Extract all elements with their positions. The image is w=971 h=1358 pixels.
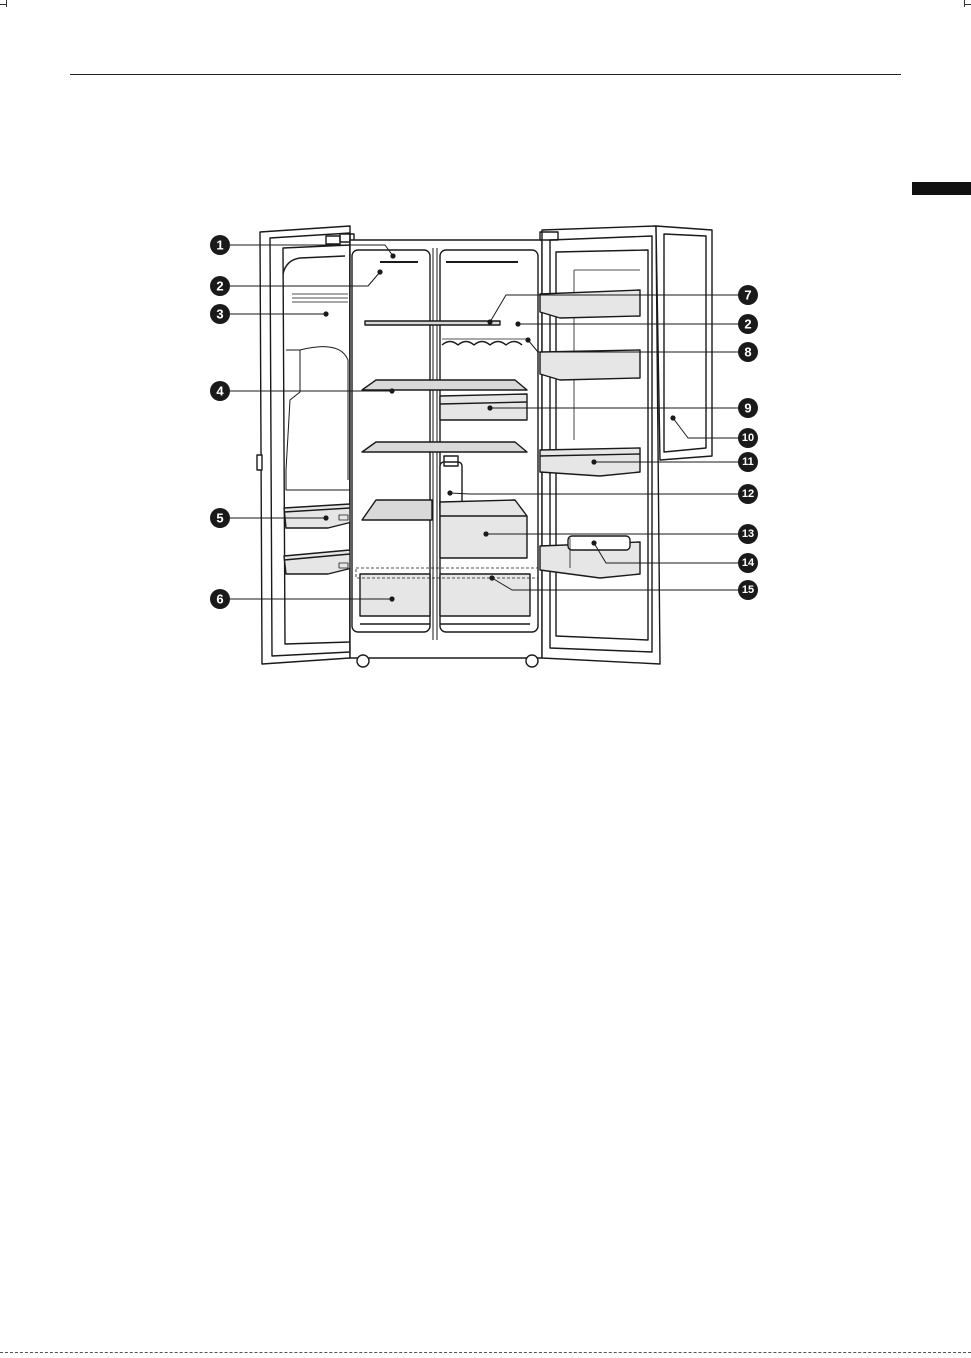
callout-5-number: 5 [216,511,223,526]
left-door-bin-upper [284,504,352,528]
callout-15: 15 [738,580,758,600]
callout-13-number: 13 [742,528,754,540]
callout-4-number: 4 [216,384,224,399]
callout-12: 12 [738,484,758,504]
callout-15-number: 15 [742,584,754,596]
callout-14: 14 [738,553,758,573]
callout-2-right-number: 2 [744,317,751,332]
callout-2-right: 2 [738,314,758,334]
drawer-right-upper [440,394,527,420]
callout-8-number: 8 [744,345,751,360]
callout-11-number: 11 [742,456,754,468]
callout-9: 9 [738,398,758,418]
callout-12-number: 12 [742,488,754,500]
callout-7: 7 [738,285,758,305]
callout-1: 1 [210,235,230,255]
callout-3: 3 [210,304,230,324]
callout-1-number: 1 [216,238,223,253]
callout-14-number: 14 [742,557,755,569]
left-door [257,226,354,664]
callout-8: 8 [738,342,758,362]
drawer-right-lower [440,500,527,558]
right-door-bin-1 [540,290,640,318]
callout-6: 6 [210,589,230,609]
callout-10: 10 [738,428,758,448]
callout-11: 11 [738,452,758,472]
callout-13: 13 [738,524,758,544]
bottom-drawers [356,568,538,624]
callout-6-number: 6 [216,592,223,607]
callout-10-number: 10 [742,432,754,444]
callout-7-number: 7 [744,288,751,303]
right-door-bin-2 [540,350,640,380]
callout-4: 4 [210,381,230,401]
callout-3-number: 3 [216,307,223,322]
callout-5: 5 [210,508,230,528]
callout-2-left: 2 [210,276,230,296]
callout-9-number: 9 [744,401,751,416]
callout-2-left-number: 2 [216,279,223,294]
